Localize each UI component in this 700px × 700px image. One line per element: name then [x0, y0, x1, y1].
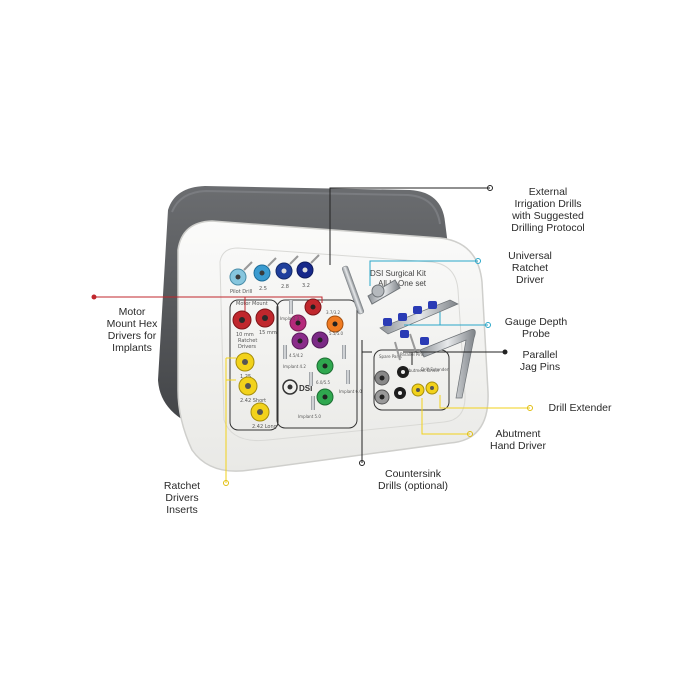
left-panel-outline	[229, 299, 279, 431]
implant-analog-2	[283, 345, 287, 359]
motor-mount-label-2: 15 mm	[259, 330, 277, 336]
drill-label-4: 3.2	[302, 283, 310, 289]
tray-lid-rim	[171, 189, 441, 225]
label-parallel-jag-pins: Parallel Jag Pins	[519, 349, 561, 373]
label-abutment-hand-driver: Abutment Hand Driver	[489, 428, 547, 452]
implant-label-4: Implant 6.0	[339, 389, 362, 394]
spare-label-3: Abutment Driver	[406, 368, 440, 373]
motor-mount-label-1: 10 mm	[236, 332, 254, 338]
implant-analog-4	[311, 396, 315, 410]
drill-label-2: 2.5	[259, 286, 267, 292]
tray-inner	[219, 247, 466, 442]
implant-label-2: Implant 4.2	[283, 364, 306, 369]
spare-label-4: Drill Extender	[421, 367, 449, 372]
spare-label-1: Spare Parts	[379, 354, 402, 359]
motor-mount-group: Motor Mount 10 mm 15 mm	[232, 301, 277, 338]
drill-label-3: 2.8	[281, 284, 289, 290]
ratchet-label-2: 2.42 Short	[240, 398, 266, 404]
implant-label-3: Implant 5.0	[298, 414, 321, 419]
implant-analog-5	[342, 345, 346, 359]
label-external-irrigation-drills: External Irrigation Drills with Suggeste…	[511, 186, 585, 234]
dsi-logo: DSI	[282, 379, 312, 395]
protocol-label-1: 3.7/3.2	[326, 310, 341, 315]
label-ratchet-drivers-inserts: Ratchet Drivers Inserts	[163, 480, 201, 516]
logo-text: DSI	[299, 384, 312, 393]
ratchet-label-3: 2.42 Long	[252, 424, 277, 430]
label-gauge-depth-probe: Gauge Depth Probe	[504, 316, 568, 340]
label-countersink-drills: Countersink Drills (optional)	[377, 468, 449, 492]
protocol-label-3: 5.5/5.0	[329, 331, 344, 336]
protocol-label-4: 6.0/5.5	[316, 380, 331, 385]
gauge-depth-probe	[379, 299, 476, 399]
implant-label-1: Implant 3.5	[280, 316, 303, 321]
kit-name-line1: DSI Surgical Kit	[370, 269, 427, 278]
drill-row-top: Pilot Drill 2.5 2.8 3.2	[229, 254, 320, 295]
spare-panel-outline	[373, 349, 450, 411]
universal-ratchet-wrench	[341, 265, 401, 315]
implant-analog-1	[289, 300, 293, 314]
label-drill-extender: Drill Extender	[548, 402, 612, 414]
motor-mount-heading: Motor Mount	[236, 301, 268, 307]
ratchet-drivers-group: Ratchet Drivers 1.25 2.42 Short 2.42 Lon…	[235, 338, 277, 430]
protocol-label-2: 4.5/4.2	[289, 353, 304, 358]
ratchet-heading-line1: Ratchet	[238, 338, 257, 344]
kit-name-line2: All In One set	[378, 279, 427, 288]
label-universal-ratchet-driver: Universal Ratchet Driver	[508, 250, 552, 286]
drill-label-1: Pilot Drill	[230, 289, 252, 295]
label-motor-mount-hex-drivers: Motor Mount Hex Drivers for Implants	[106, 306, 158, 354]
implant-analog-3	[309, 372, 313, 386]
implant-analog-6	[346, 370, 350, 384]
protocol-drills: Implant 3.5 Implant 4.2 Implant 5.0 Impl…	[280, 298, 362, 419]
ratchet-heading-line2: Drivers	[238, 344, 256, 350]
leader-lines	[91, 185, 533, 486]
